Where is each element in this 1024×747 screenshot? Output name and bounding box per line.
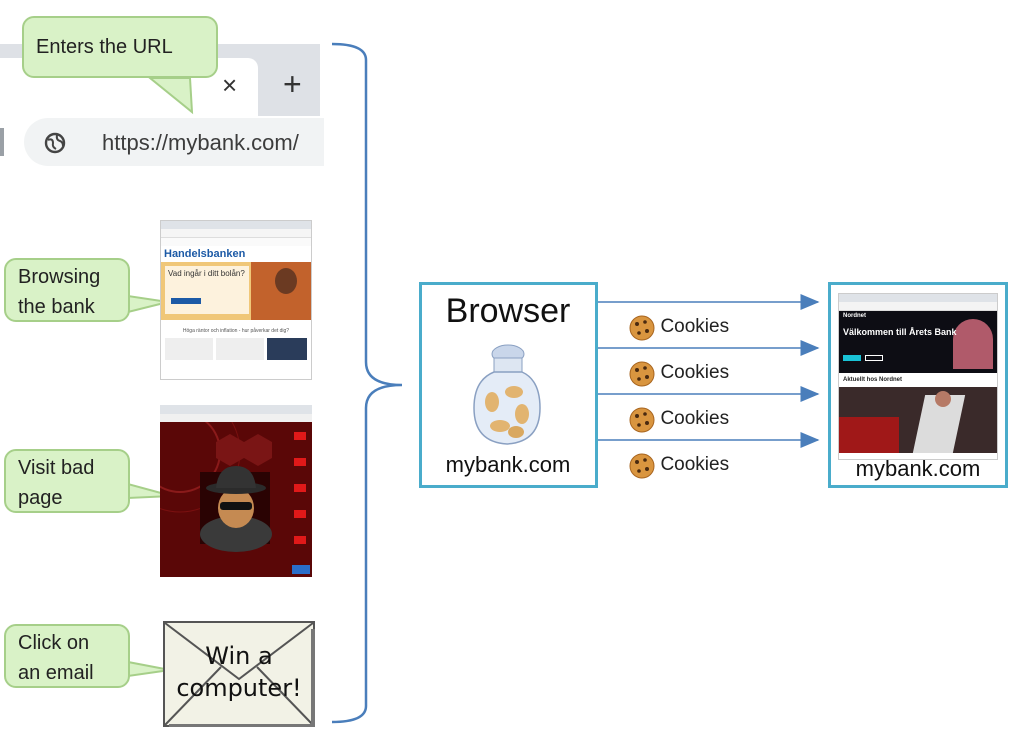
bank-headline: Vad ingår i ditt bolån? [168,269,245,278]
cookie-text: Cookies [660,408,730,430]
cookie-jar-icon [473,344,541,445]
cookie-icon [629,407,655,433]
callout-text-line1: Browsing [18,266,101,288]
cookie-label-4: Cookies [628,452,729,480]
cookie-text: Cookies [660,362,730,384]
email-text: Win a computer! [163,640,315,704]
nordnet-headline: Välkommen till Årets Bank [843,327,957,337]
cookie-icon [629,315,655,341]
callout-enters-url: Enters the URL [22,16,218,78]
bank-subheading: Höga räntor och inflation - hur påverkar… [182,328,290,334]
callout-click: Click on an email [4,624,130,688]
nordnet-brand: Nordnet [843,313,866,319]
cookie-label-1: Cookies [628,314,729,342]
cookie-text: Cookies [660,454,730,476]
bad-page-thumbnail [160,405,312,577]
browser-domain: mybank.com [445,452,571,477]
close-tab-icon[interactable]: × [222,70,238,100]
nordnet-page-thumbnail: Nordnet Välkommen till Årets Bank Aktuel… [838,293,998,460]
url-text[interactable]: https://mybank.com/ [102,130,299,155]
callout-text-line2: page [18,487,63,509]
callout-browsing: Browsing the bank [4,258,130,322]
callout-text-line2: the bank [18,296,95,318]
cookie-label-2: Cookies [628,360,729,388]
callout-text-line1: Click on [18,632,90,654]
callout-visit: Visit bad page [4,449,130,513]
browser-title: Browser [445,292,571,330]
reload-icon-fragment [0,128,4,156]
bank-brand: Handelsbanken [164,248,246,260]
server-domain: mybank.com [855,456,981,481]
cookie-arrows [598,294,820,448]
nordnet-section: Aktuellt hos Nordnet [843,377,903,383]
address-bar[interactable] [24,118,324,166]
cookie-text: Cookies [660,316,730,338]
cookie-icon [629,361,655,387]
cookie-icon [629,453,655,479]
callout-text-line1: Visit bad [18,457,95,479]
globe-icon [44,132,66,154]
callout-text: Enters the URL [36,36,173,58]
curly-brace [331,42,403,724]
envelope-icon[interactable] [163,621,315,727]
new-tab-icon[interactable]: + [283,66,302,102]
hacker-icon [160,405,312,577]
bank-page-thumbnail: Handelsbanken Vad ingår i ditt bolån? Hö… [160,220,312,380]
email-line1: Win a [205,642,273,670]
callout-text-line2: an email [18,662,94,684]
cookie-label-3: Cookies [628,406,729,434]
email-line2: computer! [176,674,302,702]
